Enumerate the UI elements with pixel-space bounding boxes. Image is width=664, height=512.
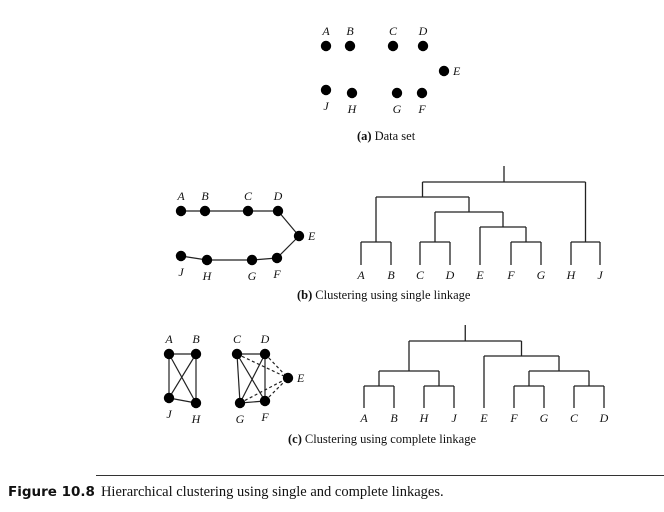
panel-b-caption: (b)Clustering using single linkage: [297, 288, 471, 302]
figure-caption: Figure 10.8 Hierarchical clustering using…: [8, 484, 444, 501]
point-label-J: J: [178, 265, 184, 279]
point-label-G: G: [540, 411, 549, 425]
point-label-B: B: [346, 24, 354, 38]
point-label-B: B: [390, 411, 398, 425]
data-point-C: [242, 205, 254, 217]
point-label-F: F: [506, 268, 515, 282]
caption-rule: [96, 475, 664, 476]
data-point-G: [246, 254, 258, 266]
data-point-B: [199, 205, 211, 217]
point-label-D: D: [418, 24, 428, 38]
point-label-E: E: [475, 268, 484, 282]
panel-a-caption: (a)Data set: [357, 129, 416, 143]
point-label-G: G: [248, 269, 257, 283]
point-label-A: A: [356, 268, 365, 282]
data-point-D: [272, 205, 284, 217]
point-label-F: F: [260, 410, 269, 424]
edge-B-J: [168, 353, 197, 399]
data-point-J: [175, 250, 187, 262]
point-label-H: H: [202, 269, 213, 283]
data-point-A: [320, 40, 332, 52]
point-label-C: C: [233, 332, 242, 346]
edge-D-E: [277, 210, 300, 237]
edge-D-G: [239, 353, 266, 404]
panel-a-data-set: A B C D E F G H J: [320, 24, 461, 116]
data-point-F: [271, 252, 283, 264]
point-label-J: J: [323, 99, 329, 113]
dashed-edge-G-E: [239, 377, 289, 404]
data-point-B: [190, 348, 202, 360]
data-point-H: [346, 87, 358, 99]
point-label-A: A: [164, 332, 173, 346]
dashed-edge-C-E: [236, 353, 289, 379]
point-label-A: A: [321, 24, 330, 38]
panel-c-complete-linkage-graph: A B C D E F G H J: [163, 332, 305, 426]
point-label-G: G: [393, 102, 402, 116]
point-label-A: A: [176, 189, 185, 203]
point-label-G: G: [236, 412, 245, 426]
point-label-E: E: [307, 229, 316, 243]
figure-caption-text: Hierarchical clustering using single and…: [100, 484, 444, 500]
dashed-edge-D-E: [264, 353, 289, 379]
data-point-E: [282, 372, 294, 384]
data-point-C: [387, 40, 399, 52]
point-label-F: F: [417, 102, 426, 116]
edge-C-F: [236, 353, 266, 402]
edge-A-H: [168, 353, 197, 404]
point-label-E: E: [479, 411, 488, 425]
point-label-D: D: [273, 189, 283, 203]
point-label-H: H: [419, 411, 430, 425]
data-point-G: [391, 87, 403, 99]
point-label-G: G: [537, 268, 546, 282]
point-label-D: D: [260, 332, 270, 346]
data-point-H: [190, 397, 202, 409]
point-label-C: C: [389, 24, 398, 38]
point-label-B: B: [387, 268, 395, 282]
data-point-F: [416, 87, 428, 99]
figure-number: Figure 10.8: [8, 484, 95, 500]
data-point-B: [344, 40, 356, 52]
data-point-A: [175, 205, 187, 217]
point-label-J: J: [597, 268, 603, 282]
point-label-H: H: [566, 268, 577, 282]
data-point-E: [438, 65, 450, 77]
data-point-C: [231, 348, 243, 360]
data-point-F: [259, 395, 271, 407]
point-label-F: F: [509, 411, 518, 425]
point-label-E: E: [296, 371, 305, 385]
point-label-C: C: [244, 189, 253, 203]
point-label-C: C: [570, 411, 579, 425]
edge-C-G: [236, 353, 241, 404]
point-label-B: B: [201, 189, 209, 203]
data-point-H: [201, 254, 213, 266]
data-point-D: [417, 40, 429, 52]
panel-c-caption: (c)Clustering using complete linkage: [288, 432, 476, 446]
panel-b-single-linkage-graph: A B C D E F G H J: [175, 189, 316, 283]
point-label-J: J: [451, 411, 457, 425]
point-label-F: F: [272, 267, 281, 281]
point-label-C: C: [416, 268, 425, 282]
data-point-J: [163, 392, 175, 404]
point-label-H: H: [347, 102, 358, 116]
point-label-A: A: [359, 411, 368, 425]
data-point-G: [234, 397, 246, 409]
point-label-H: H: [191, 412, 202, 426]
point-label-D: D: [599, 411, 609, 425]
point-label-J: J: [166, 407, 172, 421]
point-label-E: E: [452, 64, 461, 78]
data-point-J: [320, 84, 332, 96]
point-label-D: D: [445, 268, 455, 282]
point-label-B: B: [192, 332, 200, 346]
data-point-A: [163, 348, 175, 360]
data-point-E: [293, 230, 305, 242]
data-point-D: [259, 348, 271, 360]
